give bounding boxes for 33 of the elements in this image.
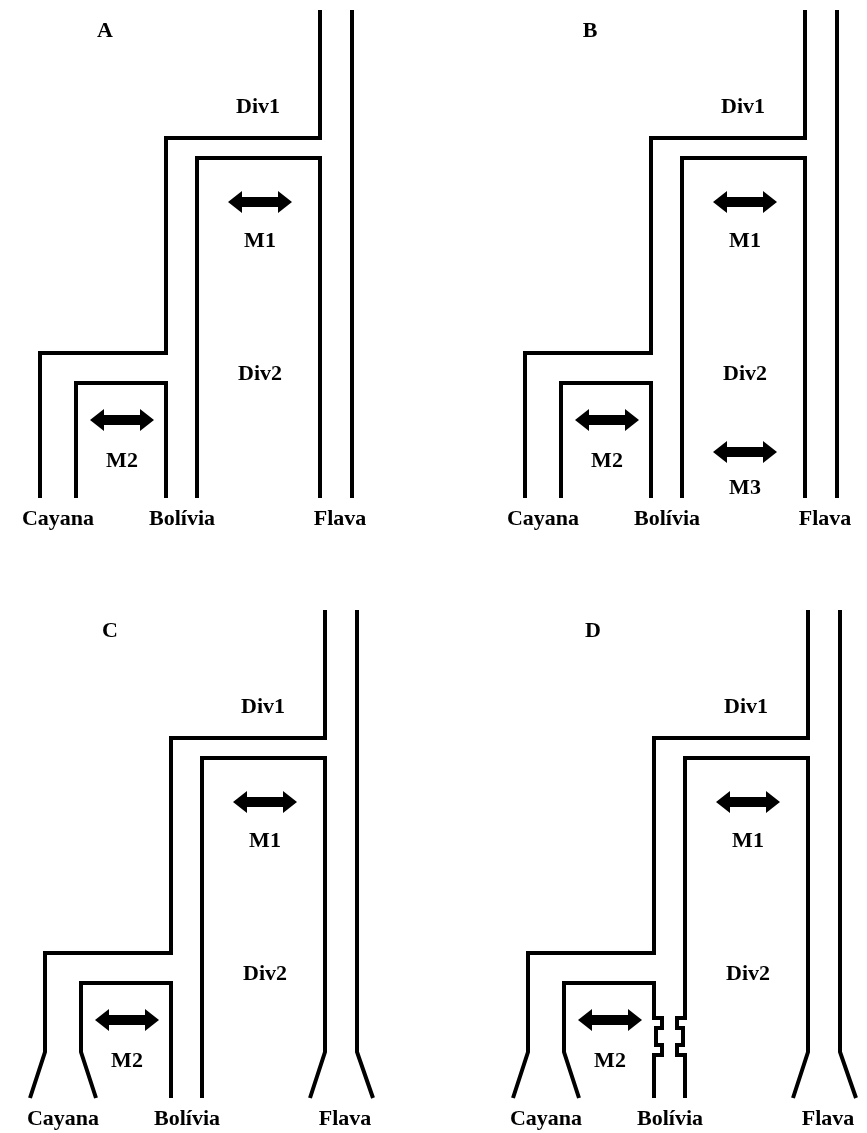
panel-letter: C bbox=[102, 619, 118, 641]
population-label: Bolívia bbox=[149, 507, 215, 529]
divergence-label: Div2 bbox=[726, 962, 770, 984]
migration-label: M1 bbox=[244, 229, 276, 251]
population-label: Bolívia bbox=[634, 507, 700, 529]
migration-label: M3 bbox=[729, 476, 761, 498]
migration-label: M1 bbox=[729, 229, 761, 251]
divergence-label: Div2 bbox=[238, 362, 282, 384]
population-label: Flava bbox=[318, 1107, 372, 1129]
population-label: Flava bbox=[801, 1107, 855, 1129]
population-label: Cayana bbox=[509, 1107, 583, 1129]
panel-letter: D bbox=[585, 619, 601, 641]
migration-label: M2 bbox=[106, 449, 138, 471]
migration-label: M1 bbox=[249, 829, 281, 851]
divergence-label: Div2 bbox=[243, 962, 287, 984]
migration-label: M2 bbox=[591, 449, 623, 471]
population-label: Bolívia bbox=[154, 1107, 220, 1129]
population-label: Cayana bbox=[506, 507, 580, 529]
divergence-label: Div2 bbox=[723, 362, 767, 384]
divergence-label: Div1 bbox=[721, 95, 765, 117]
divergence-label: Div1 bbox=[241, 695, 285, 717]
divergence-label: Div1 bbox=[724, 695, 768, 717]
population-label: Cayana bbox=[26, 1107, 100, 1129]
population-label: Cayana bbox=[21, 507, 95, 529]
panel-letter: A bbox=[97, 19, 113, 41]
migration-label: M2 bbox=[111, 1049, 143, 1071]
migration-label: M1 bbox=[732, 829, 764, 851]
divergence-label: Div1 bbox=[236, 95, 280, 117]
population-label: Bolívia bbox=[637, 1107, 703, 1129]
panel-letter: B bbox=[582, 19, 598, 41]
population-label: Flava bbox=[313, 507, 367, 529]
migration-label: M2 bbox=[594, 1049, 626, 1071]
population-label: Flava bbox=[798, 507, 852, 529]
